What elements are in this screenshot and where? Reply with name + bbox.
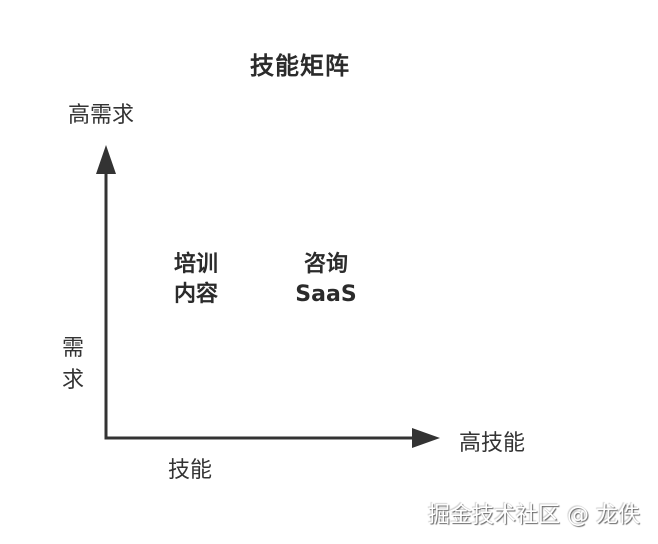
y-axis-side-char: 需 xyxy=(61,336,84,361)
watermark: 掘金技术社区 @ 龙佚 xyxy=(428,503,640,528)
y-axis-end-label: 高需求 xyxy=(68,103,135,128)
y-axis-arrow-icon xyxy=(96,145,116,174)
diagram-title: 技能矩阵 xyxy=(250,52,350,80)
y-axis-side-char: 求 xyxy=(61,368,84,393)
quadrant-item-line: 咨询 xyxy=(303,252,348,277)
y-axis-side-label: 需 求 xyxy=(58,333,88,397)
quadrant-item-training-content: 培训 内容 xyxy=(162,250,230,310)
quadrant-item-consulting-saas: 咨询 SaaS xyxy=(290,250,362,310)
x-axis-end-label: 高技能 xyxy=(459,431,526,456)
quadrant-item-line: 内容 xyxy=(173,282,218,307)
quadrant-item-line: SaaS xyxy=(295,282,357,307)
quadrant-item-line: 培训 xyxy=(173,252,218,277)
x-axis-under-label: 技能 xyxy=(168,458,213,483)
x-axis-arrow-icon xyxy=(412,428,440,448)
